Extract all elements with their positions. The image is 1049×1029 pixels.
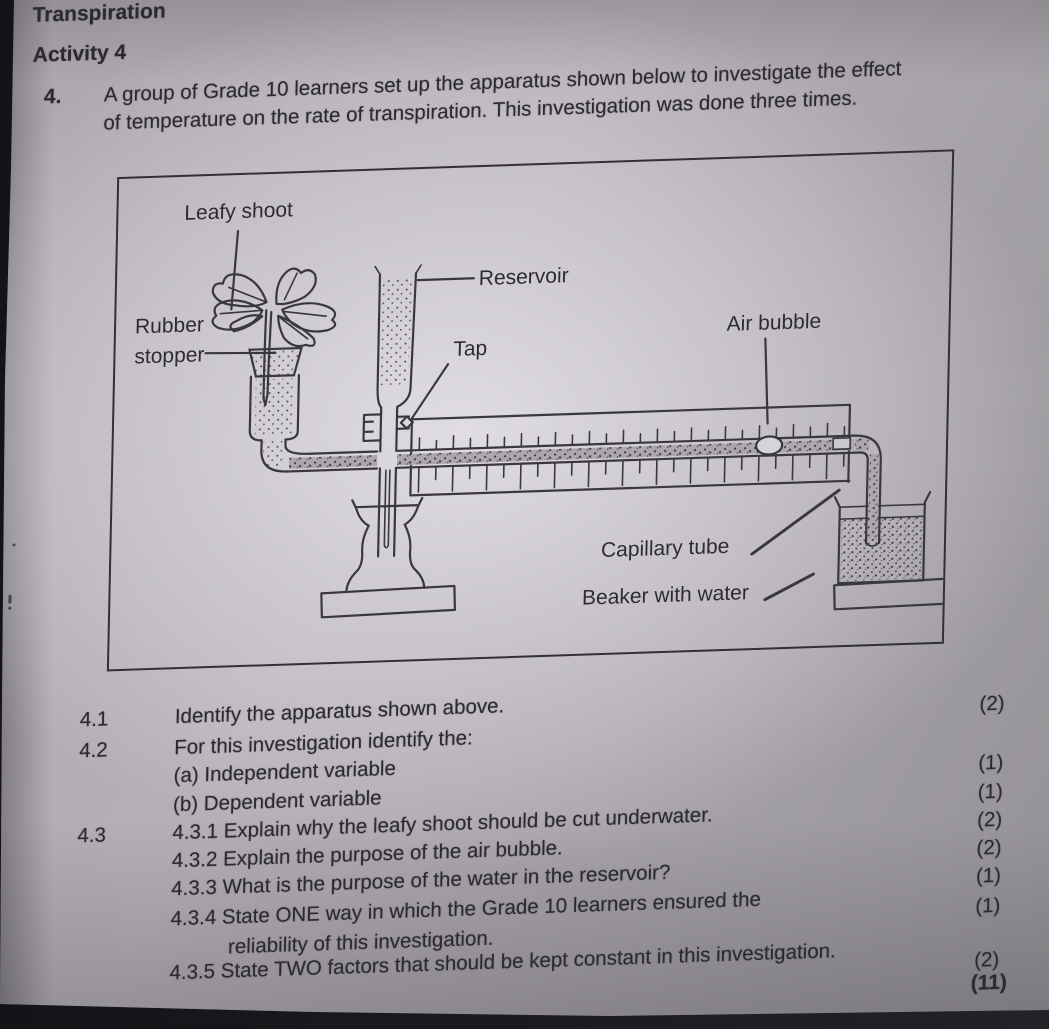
shoot-stem [262, 309, 273, 407]
stand-base [320, 584, 457, 619]
leaves [211, 267, 337, 348]
reservoir-label: Reservoir [479, 264, 569, 290]
ink-speck [8, 594, 12, 604]
air-bubble-label: Air bubble [726, 310, 821, 336]
ink-speck [12, 543, 16, 547]
ink-speck [8, 606, 12, 610]
activity-heading: Activity 4 [32, 40, 127, 67]
rubber-stopper-shape [248, 346, 303, 378]
question-number: 4.1 [79, 707, 109, 732]
capillary-tube-label: Capillary tube [601, 535, 730, 562]
apparatus-diagram: Leafy shoot Reservoir Rubber stopper Tap… [106, 149, 955, 672]
stand [320, 496, 457, 619]
question-mark: (2) [973, 947, 1000, 972]
total-mark: (11) [970, 970, 1008, 995]
page-title: Transpiration [32, 0, 166, 27]
reservoir-and-tap [362, 264, 422, 558]
scale-end-mark [832, 436, 852, 451]
leafy-shoot-assembly [211, 267, 337, 473]
capillary-interior [288, 438, 879, 541]
question-number: 4.2 [78, 738, 108, 763]
question-text: Identify the apparatus shown above. [174, 694, 505, 729]
capillary-tube-outline [285, 434, 882, 547]
question-number: 4.3 [77, 823, 107, 848]
question-text: (b) Dependent variable [172, 786, 382, 817]
beaker [833, 491, 952, 611]
beaker-with-water-label: Beaker with water [582, 581, 749, 610]
rubber-stopper-label-1: Rubber [135, 313, 204, 338]
tap-label: Tap [453, 337, 487, 361]
potometer-drawing: Leafy shoot Reservoir Rubber stopper Tap… [134, 198, 952, 619]
leader-lines [204, 230, 841, 602]
leafy-shoot-label: Leafy shoot [184, 198, 293, 225]
question-item-number: 4. [43, 84, 62, 109]
air-bubble-shape [755, 435, 784, 456]
rubber-stopper-label-2: stopper [134, 343, 204, 368]
